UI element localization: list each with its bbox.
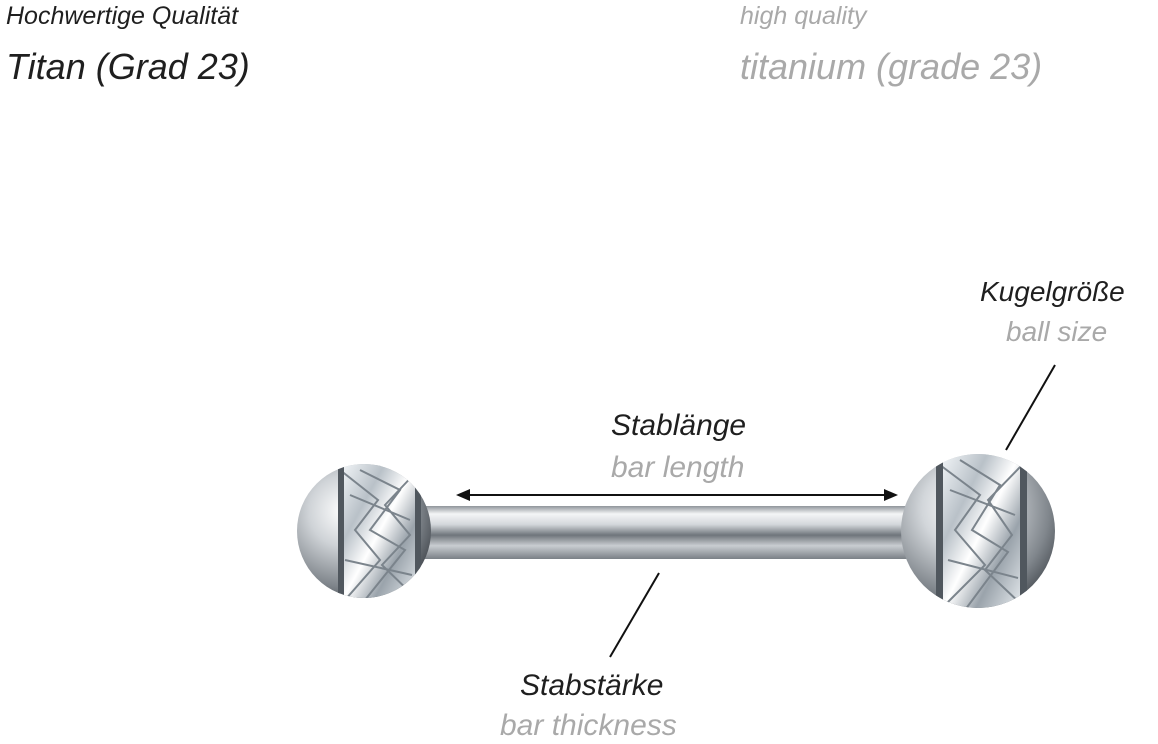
bar-length-label-german: Stablänge	[611, 409, 747, 442]
bar-length-arrow	[456, 489, 898, 501]
right-ball	[901, 454, 1055, 608]
bar-thickness-leader-line	[609, 572, 660, 658]
ball-size-leader-line	[1005, 364, 1056, 451]
material-title-english: titanium (grade 23)	[740, 46, 1043, 87]
left-ball	[297, 464, 431, 598]
quality-title-german: Hochwertige Qualität	[6, 2, 239, 30]
quality-title-english: high quality	[740, 2, 867, 30]
ball-size-label-english: ball size	[1006, 316, 1108, 347]
bar-length-label-english: bar length	[611, 451, 745, 484]
barbell-bar	[410, 506, 930, 559]
material-title-german: Titan (Grad 23)	[6, 46, 250, 87]
ball-size-label-german: Kugelgröße	[980, 276, 1125, 307]
bar-thickness-label-german: Stabstärke	[520, 669, 664, 702]
bar-thickness-label-english: bar thickness	[500, 709, 677, 742]
